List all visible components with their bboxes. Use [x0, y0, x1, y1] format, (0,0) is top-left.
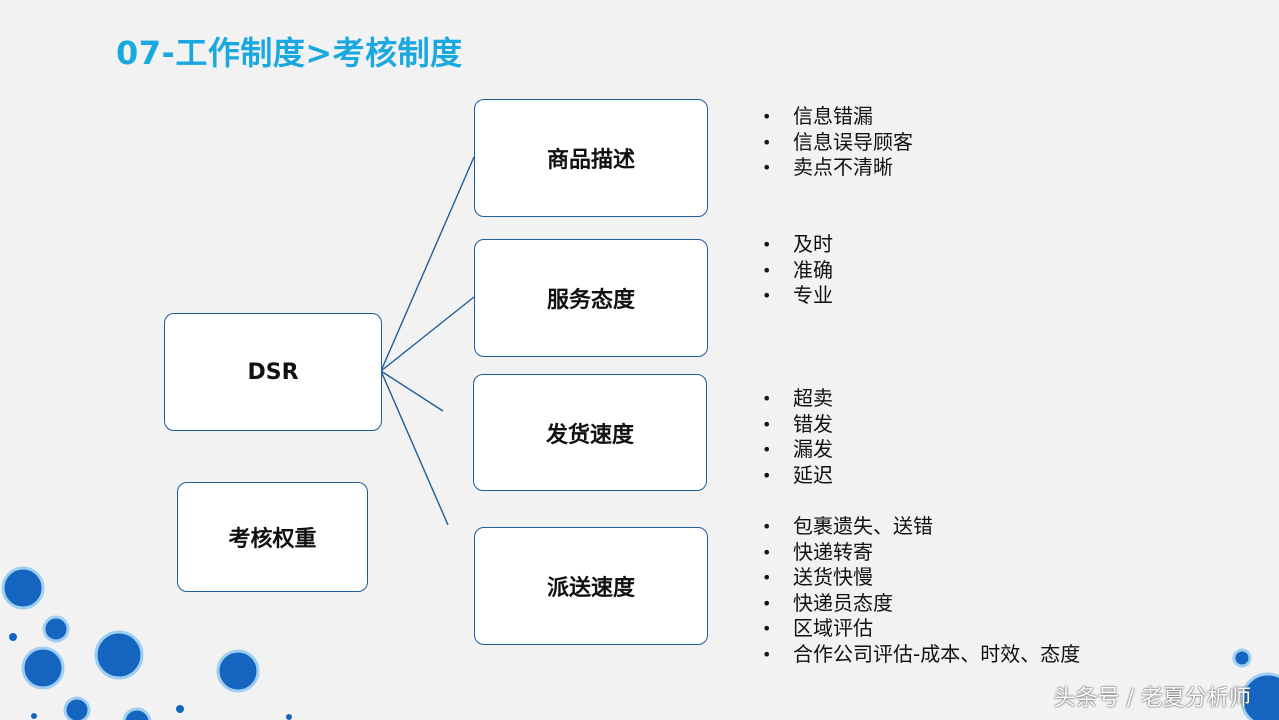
list-item: 卖点不清晰 [762, 155, 913, 181]
watermark: 头条号 / 老夏分析师 [1053, 686, 1251, 711]
list-item: 错发 [762, 412, 833, 438]
branch-node-label: 服务态度 [546, 288, 635, 313]
list-item: 送货快慢 [762, 565, 1080, 591]
bullet-list: 超卖 错发 漏发 延迟 [762, 386, 833, 488]
root-node-label: DSR [247, 359, 299, 385]
list-item: 准确 [762, 258, 833, 284]
branch-node-label: 发货速度 [545, 422, 634, 448]
bullet-list: 信息错漏 信息误导顾客 卖点不清晰 [762, 104, 913, 181]
bullet-list: 包裹遗失、送错 快递转寄 送货快慢 快递员态度 区域评估 合作公司评估-成本、时… [762, 514, 1080, 668]
branch-node-box: 商品描述 [474, 99, 708, 217]
branch-node-box: 发货速度 [473, 374, 707, 491]
connector-line [380, 156, 475, 372]
secondary-node-label: 考核权重 [228, 527, 317, 552]
list-item: 合作公司评估-成本、时效、态度 [762, 642, 1080, 668]
page-title: 07-工作制度>考核制度 [116, 34, 463, 72]
connector-line [380, 370, 444, 412]
bullet-list: 及时 准确 专业 [762, 232, 833, 309]
list-item: 延迟 [762, 463, 833, 489]
list-item: 快递员态度 [762, 591, 1080, 617]
branch-node-box: 派送速度 [474, 527, 708, 645]
connector-line [380, 370, 449, 526]
list-item: 超卖 [762, 386, 833, 412]
list-item: 及时 [762, 232, 833, 258]
branch-node-label: 商品描述 [546, 148, 635, 173]
connector-line [380, 296, 475, 372]
list-item: 信息误导顾客 [762, 130, 913, 156]
root-node-box: DSR [164, 313, 382, 431]
list-item: 区域评估 [762, 616, 1080, 642]
list-item: 漏发 [762, 437, 833, 463]
branch-node-box: 服务态度 [474, 239, 708, 357]
list-item: 专业 [762, 283, 833, 309]
list-item: 包裹遗失、送错 [762, 514, 1080, 540]
list-item: 信息错漏 [762, 104, 913, 130]
list-item: 快递转寄 [762, 540, 1080, 566]
branch-node-label: 派送速度 [546, 576, 635, 601]
secondary-node-box: 考核权重 [177, 482, 368, 592]
